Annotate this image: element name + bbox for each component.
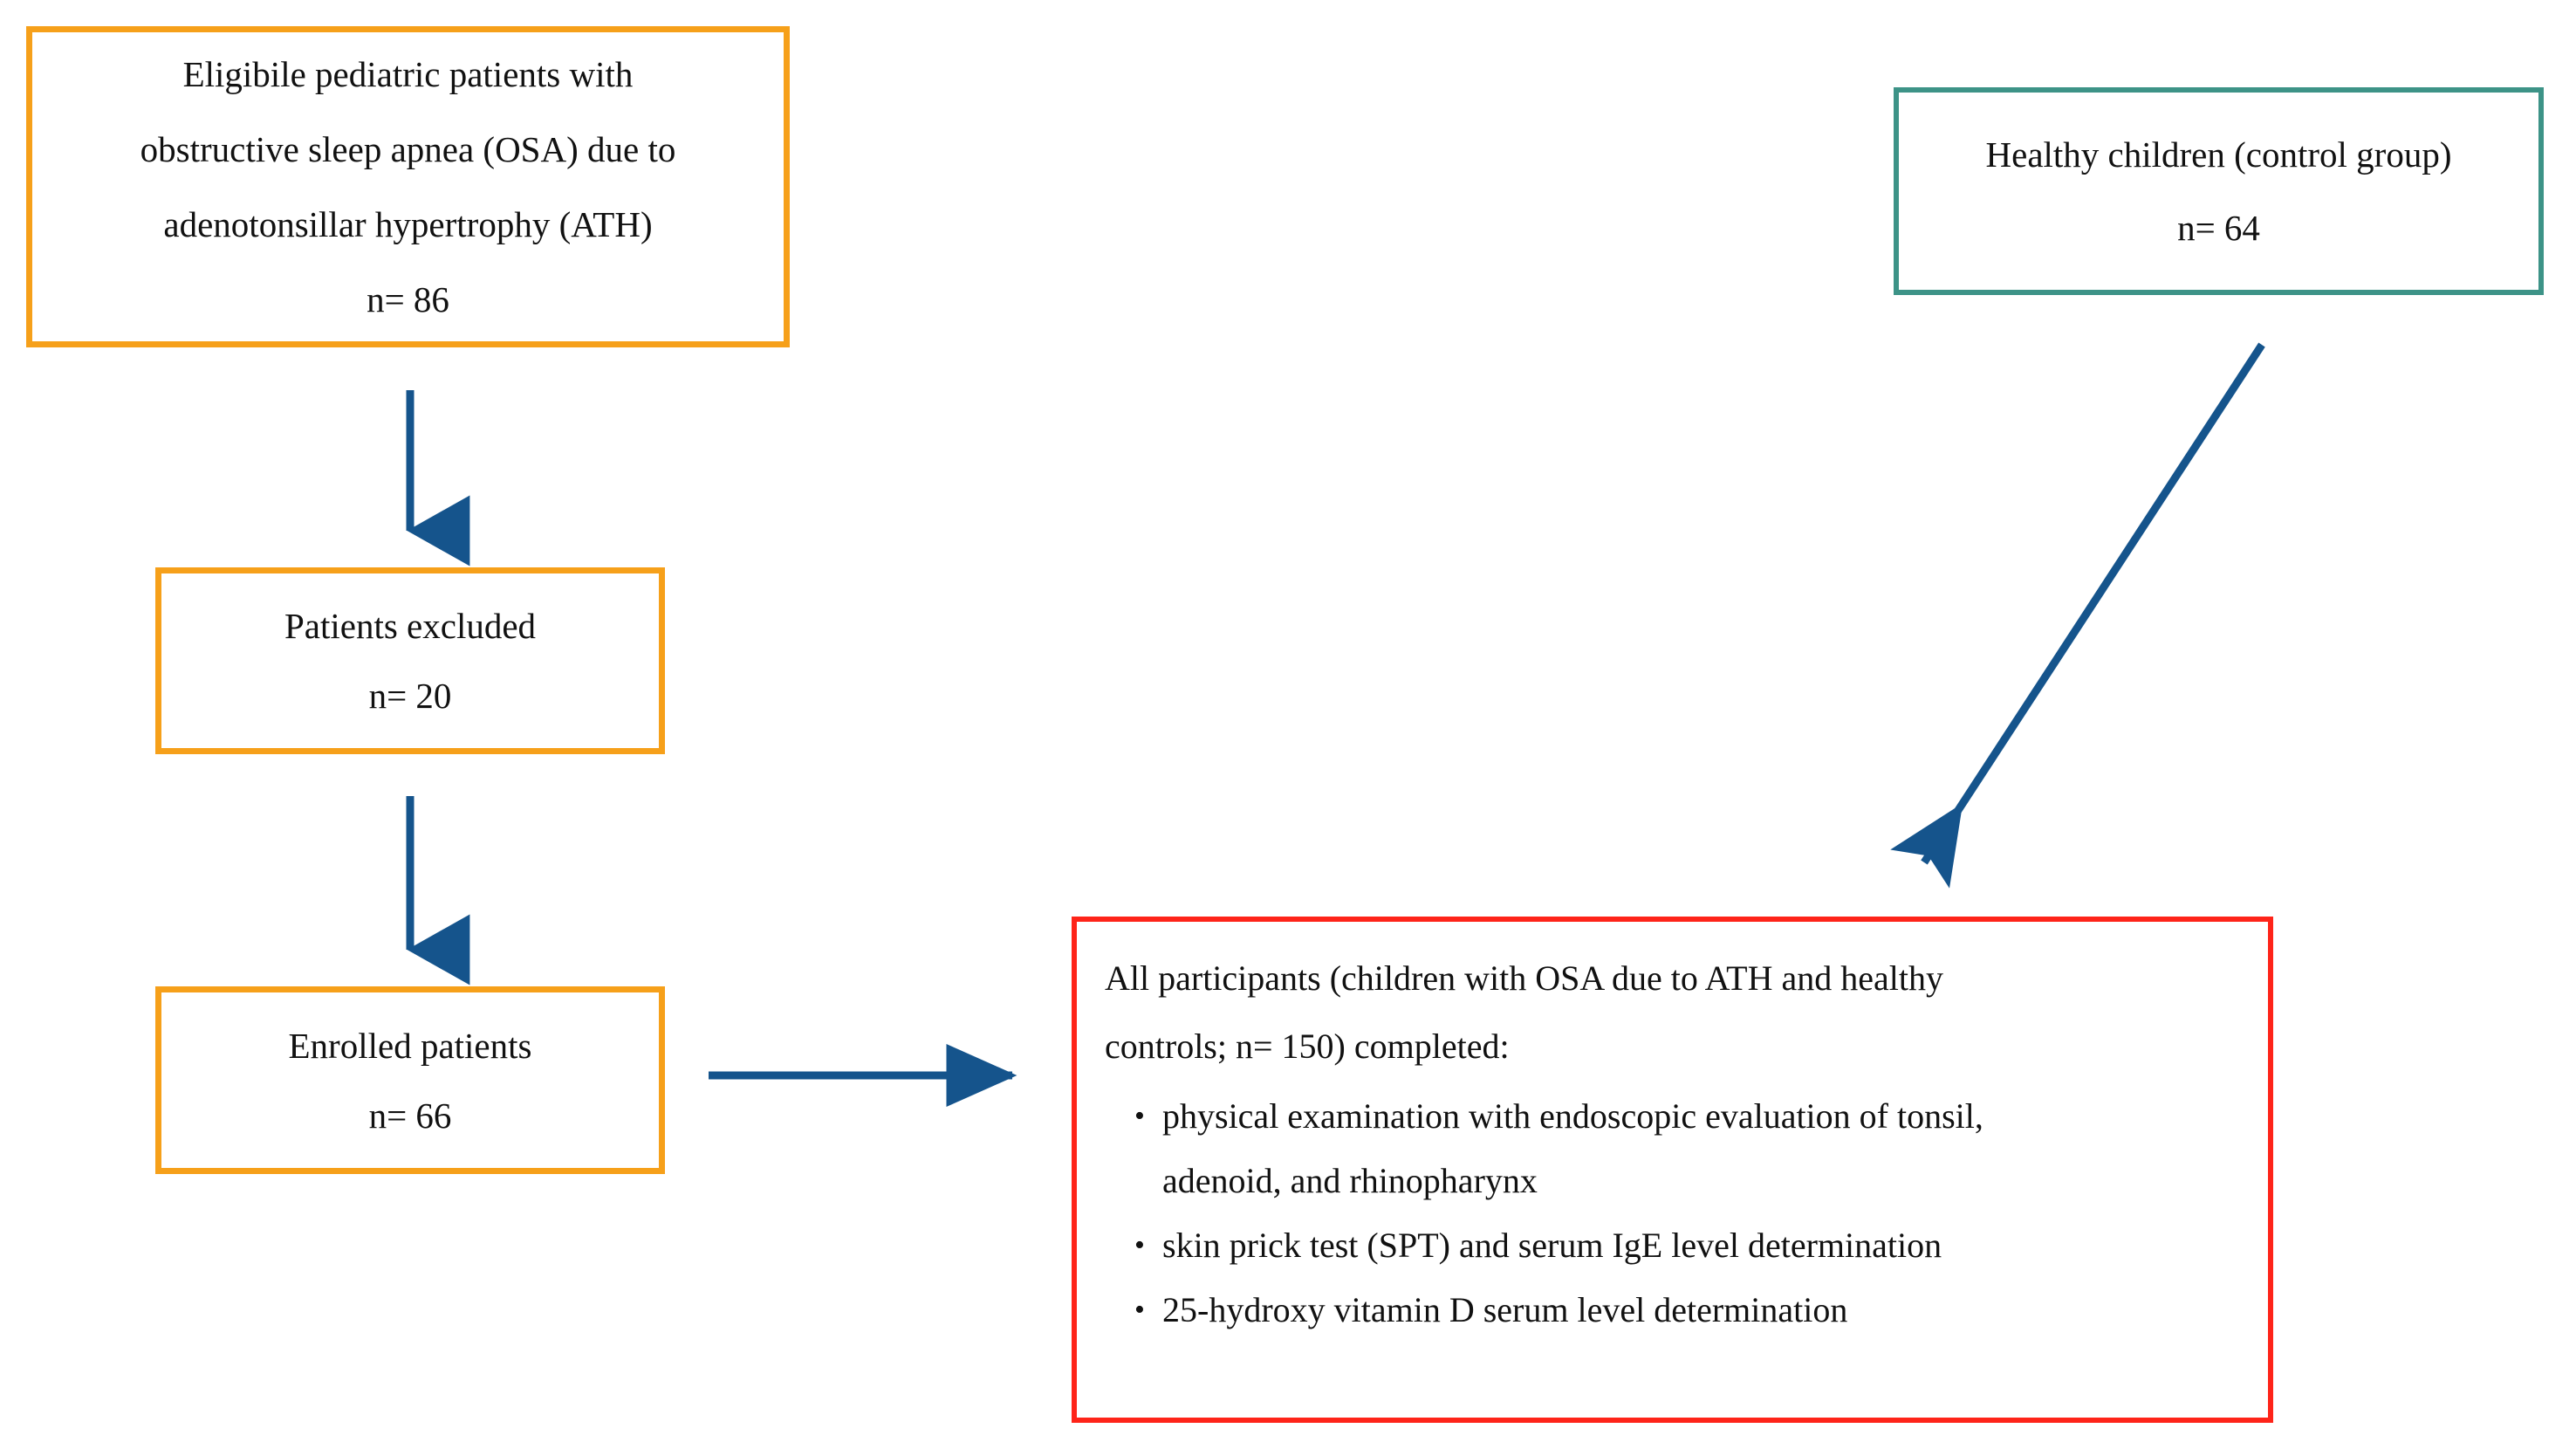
list-item-label: adenoid, and rhinopharynx <box>1162 1161 1538 1200</box>
node-eligible-patients: Eligibile pediatric patients with obstru… <box>26 26 790 347</box>
participants-intro-line-1: All participants (children with OSA due … <box>1105 958 1943 998</box>
list-item: • 25-hydroxy vitamin D serum level deter… <box>1134 1280 2242 1341</box>
list-item-label: physical examination with endoscopic eva… <box>1162 1096 1983 1136</box>
excluded-line-1: Patients excluded <box>284 606 537 646</box>
list-item-label: 25-hydroxy vitamin D serum level determi… <box>1162 1290 1848 1329</box>
healthy-count: n= 64 <box>2177 208 2260 248</box>
participants-procedure-list: • physical examination with endoscopic e… <box>1105 1086 2242 1344</box>
list-item: • physical examination with endoscopic e… <box>1134 1086 2242 1147</box>
bullet-icon: • <box>1134 1294 1145 1326</box>
enrolled-line-1: Enrolled patients <box>288 1025 532 1066</box>
eligible-line-3: adenotonsillar hypertrophy (ATH) <box>163 204 653 244</box>
bullet-icon: • <box>1134 1229 1145 1261</box>
list-item: • skin prick test (SPT) and serum IgE le… <box>1134 1215 2242 1276</box>
node-patients-excluded: Patients excluded n= 20 <box>155 567 665 754</box>
node-enrolled-patients: Enrolled patients n= 66 <box>155 986 665 1174</box>
arrow-healthy-to-participants <box>1890 342 2265 889</box>
excluded-count: n= 20 <box>368 676 452 716</box>
eligible-line-1: Eligibile pediatric patients with <box>182 54 634 94</box>
eligible-line-2: obstructive sleep apnea (OSA) due to <box>140 129 676 169</box>
eligible-count: n= 86 <box>367 279 449 319</box>
list-item: adenoid, and rhinopharynx <box>1134 1150 2242 1212</box>
node-all-participants: All participants (children with OSA due … <box>1072 917 2273 1423</box>
list-item-label: skin prick test (SPT) and serum IgE leve… <box>1162 1226 1942 1265</box>
node-healthy-children: Healthy children (control group) n= 64 <box>1894 87 2544 295</box>
participants-intro-line-2: controls; n= 150) completed: <box>1105 1027 1510 1066</box>
bullet-icon: • <box>1134 1100 1145 1132</box>
enrolled-count: n= 66 <box>368 1095 452 1136</box>
healthy-line-1: Healthy children (control group) <box>1985 134 2452 175</box>
